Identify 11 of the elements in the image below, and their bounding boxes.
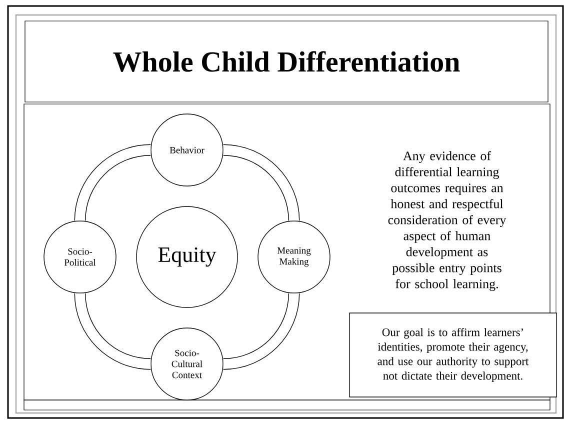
- circle-node: Behavior: [150, 114, 224, 186]
- ring-arc: [222, 292, 300, 370]
- circle-node: Meaning Making: [258, 220, 330, 294]
- circle-node: Socio-Cultural Context: [150, 328, 224, 400]
- title-box: Whole Child Differentiation: [24, 20, 548, 102]
- description-text: Any evidence of differential learning outcomes requires an honest and respectful consideration of every aspect of human development as possible entry points for school learning.: [388, 151, 506, 291]
- ring-arc: [222, 144, 300, 222]
- ring-arc: [74, 144, 152, 222]
- ring-arc: [74, 292, 152, 370]
- text-box: Our goal is to affirm learners’ identities, promote their agency, and use our authority to support not dictate their development.: [349, 312, 557, 398]
- circle-node: Socio-Political: [44, 220, 116, 294]
